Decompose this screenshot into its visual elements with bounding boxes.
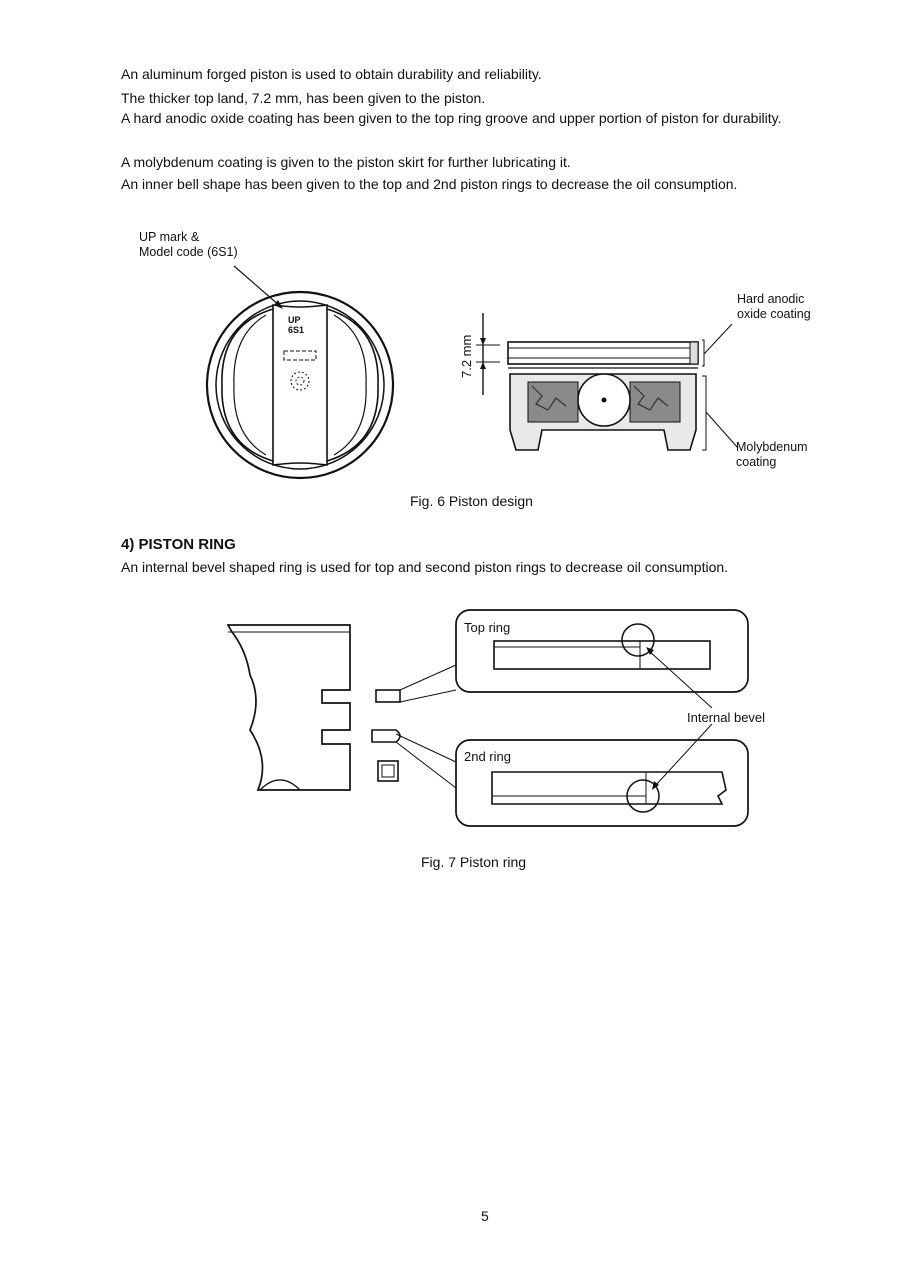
page-number: 5 — [481, 1208, 489, 1224]
intro-line-2: The thicker top land, 7.2 mm, has been g… — [121, 90, 486, 106]
intro-line-5: An inner bell shape has been given to th… — [121, 176, 738, 192]
intro-line-1: An aluminum forged piston is used to obt… — [121, 66, 542, 82]
piston-crown-diagram: UP 6S1 — [205, 290, 395, 480]
label-top-ring: Top ring — [464, 620, 511, 635]
section-text: An internal bevel shaped ring is used fo… — [121, 559, 729, 575]
label-up-mark-line1: UP mark & — [139, 230, 200, 244]
fig6-caption: Fig. 6 Piston design — [410, 493, 533, 509]
section-heading: 4) PISTON RING — [121, 536, 236, 553]
label-molybdenum: Molybdenum coating — [736, 440, 808, 470]
label-up-mark: UP mark & Model code (6S1) — [139, 230, 238, 260]
label-up-mark-line2: Model code (6S1) — [139, 245, 238, 259]
label-hard-line1: Hard anodic — [737, 292, 805, 306]
label-moly-line2: coating — [736, 455, 777, 469]
label-hard-line2: oxide coating — [737, 307, 811, 321]
label-2nd-ring: 2nd ring — [464, 749, 511, 764]
piston-side-diagram: 7.2 mm — [459, 313, 739, 451]
crown-up-text: UP — [288, 315, 301, 325]
crown-code-text: 6S1 — [288, 325, 304, 335]
label-internal-bevel: Internal bevel — [687, 710, 766, 725]
fig7-caption: Fig. 7 Piston ring — [421, 854, 527, 870]
label-hard-anodic: Hard anodic oxide coating — [737, 292, 811, 322]
label-moly-line1: Molybdenum — [736, 440, 808, 454]
intro-line-3: A hard anodic oxide coating has been giv… — [121, 110, 782, 126]
dimension-7-2mm: 7.2 mm — [459, 335, 474, 378]
intro-line-4: A molybdenum coating is given to the pis… — [121, 154, 571, 170]
